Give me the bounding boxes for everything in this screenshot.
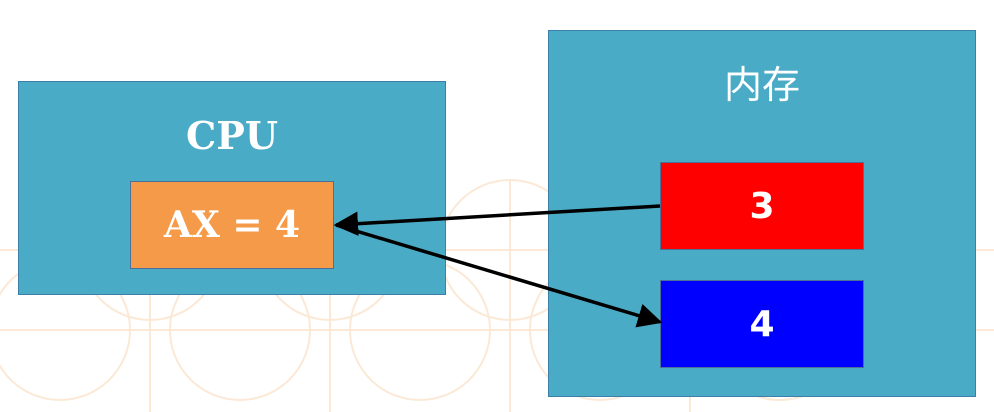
memory-title: 内存 — [723, 63, 800, 107]
memory-cell-3: 3 — [660, 162, 864, 250]
memory-cell-4: 4 — [660, 280, 864, 368]
ax-register: AX = 4 — [130, 181, 334, 269]
cpu-title: CPU — [186, 113, 278, 158]
